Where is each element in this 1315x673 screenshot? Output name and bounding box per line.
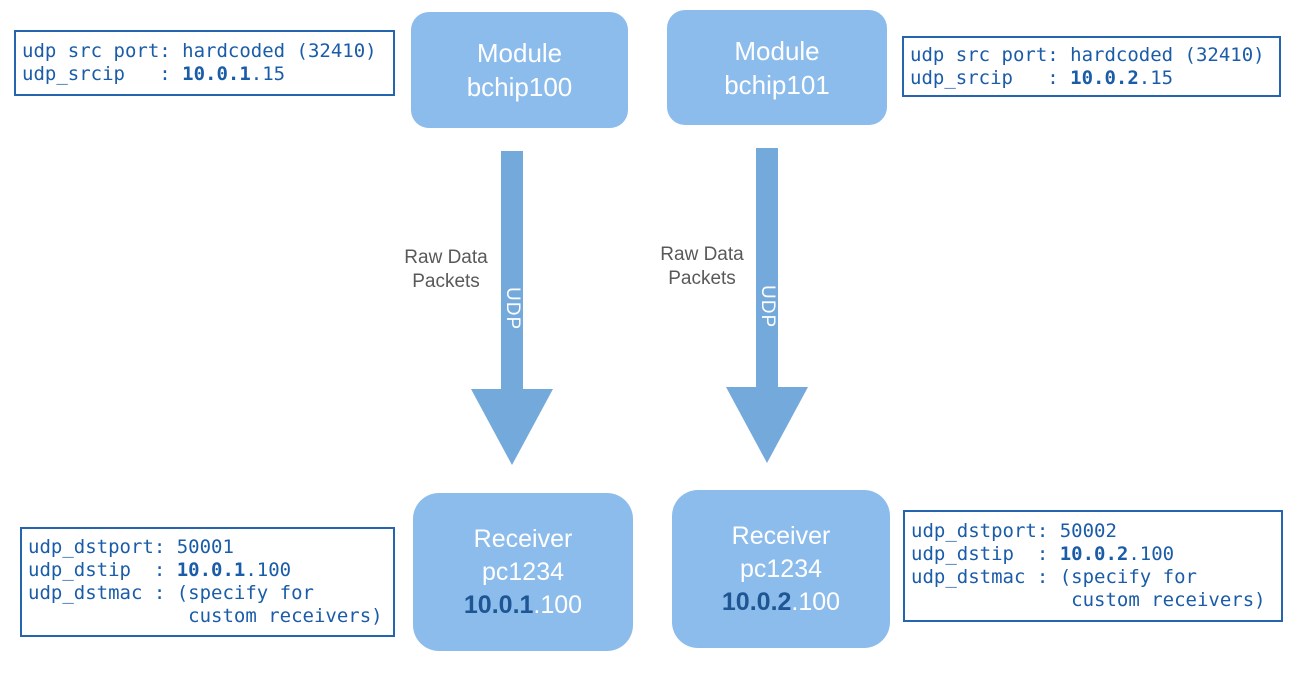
arrow-shaft — [756, 148, 778, 387]
node-title: Module — [734, 35, 820, 66]
udp-label: UDP — [757, 285, 778, 329]
module-bchip101-node: Module bchip101 — [667, 10, 887, 125]
node-name: pc1234 — [481, 557, 565, 586]
flow-label-line: Raw Data — [660, 244, 744, 265]
arrow-head — [471, 389, 553, 465]
info-line: udp_dstmac : (specify for — [28, 582, 314, 604]
node-name: pc1234 — [739, 554, 823, 583]
node-name: bchip100 — [466, 72, 573, 102]
receiver-pc1234-node-2: Receiver pc1234 10.0.2.100 — [672, 490, 890, 648]
node-title: Receiver — [473, 524, 573, 553]
info-line: udp_dstip : 10.0.2.100 — [911, 543, 1175, 565]
udp-label: UDP — [502, 287, 523, 331]
arrow-shaft — [501, 151, 523, 390]
info-line: udp_dstmac : (specify for — [911, 566, 1197, 588]
info-line: custom receivers) — [911, 589, 1266, 611]
info-line: udp src port: hardcoded (32410) — [910, 43, 1265, 66]
flow-label-line: Packets — [412, 271, 480, 292]
info-box-udp-dst-receiver1: udp_dstport: 50001 udp_dstip : 10.0.1.10… — [20, 527, 395, 637]
info-line: udp_srcip : 10.0.1.15 — [22, 63, 286, 85]
flow-label-left: Raw Data Packets — [381, 246, 511, 294]
info-line: udp_dstport: 50002 — [911, 520, 1117, 542]
info-line: udp_dstport: 50001 — [28, 536, 234, 558]
info-box-udp-src-bchip101: udp src port: hardcoded (32410) udp_srci… — [902, 36, 1281, 97]
node-title: Module — [476, 38, 563, 68]
info-line: udp_srcip : 10.0.2.15 — [910, 66, 1174, 89]
info-box-udp-dst-receiver2: udp_dstport: 50002 udp_dstip : 10.0.2.10… — [903, 510, 1283, 622]
info-box-udp-src-bchip100: udp src port: hardcoded (32410) udp_srci… — [14, 30, 395, 96]
info-line: udp src port: hardcoded (32410) — [22, 40, 377, 62]
node-ip: 10.0.1.100 — [463, 590, 583, 619]
node-name: bchip101 — [724, 69, 830, 100]
flow-label-line: Raw Data — [404, 247, 488, 268]
receiver-pc1234-node-1: Receiver pc1234 10.0.1.100 — [413, 493, 633, 651]
flow-label-right: Raw Data Packets — [637, 243, 767, 291]
arrow-head — [726, 387, 808, 463]
node-ip: 10.0.2.100 — [721, 587, 841, 616]
module-bchip100-node: Module bchip100 — [411, 12, 628, 128]
info-line: udp_dstip : 10.0.1.100 — [28, 559, 292, 581]
node-title: Receiver — [731, 521, 831, 550]
info-line: custom receivers) — [28, 605, 383, 627]
flow-label-line: Packets — [668, 268, 736, 289]
